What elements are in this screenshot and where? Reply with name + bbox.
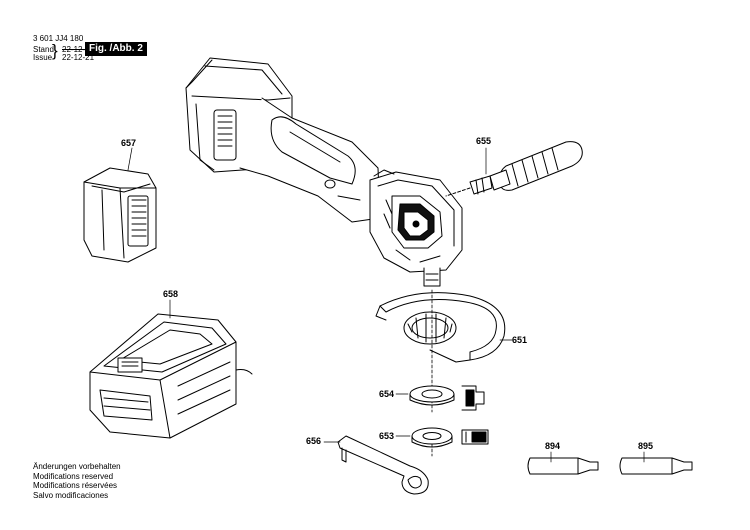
pin-spanner-illustration <box>323 435 429 495</box>
footer-notice: Änderungen vorbehalten Modifications res… <box>33 462 121 500</box>
part-number-658: 658 <box>163 289 179 299</box>
grease-tube-895-illustration <box>619 451 693 475</box>
footer-line-es: Salvo modificaciones <box>33 490 109 500</box>
footer-line-en: Modifications reserved <box>33 471 114 481</box>
stand-label: Stand <box>33 45 54 54</box>
part-number-651: 651 <box>512 335 528 345</box>
footer-line-de: Änderungen vorbehalten <box>33 462 121 471</box>
mounting-flange-illustration <box>395 385 485 411</box>
part-number-654: 654 <box>379 389 395 399</box>
part-number-655: 655 <box>476 136 492 146</box>
clamping-nut-illustration <box>395 427 489 457</box>
issue-label: Issue <box>33 53 53 62</box>
part-number-895: 895 <box>638 441 654 451</box>
part-number-653: 653 <box>379 431 395 441</box>
footer-line-fr: Modifications réservées <box>33 481 118 490</box>
wheel-guard-illustration <box>375 289 513 413</box>
part-number-656: 656 <box>306 436 322 446</box>
side-handle-illustration <box>445 141 583 197</box>
grease-tube-894-illustration <box>527 451 599 475</box>
battery-charger-illustration <box>89 299 253 439</box>
doc-number: 3 601 JJ4 180 <box>33 34 84 43</box>
date-old: 22-12-07 <box>62 45 95 54</box>
date-new: 22-12-21 <box>62 53 95 62</box>
battery-pack-illustration <box>83 147 157 263</box>
brace-glyph: } <box>52 41 58 60</box>
part-number-657: 657 <box>121 138 137 148</box>
angle-grinder-illustration <box>185 57 463 287</box>
part-number-894: 894 <box>545 441 561 451</box>
figure-label: Fig. /Abb. 2 <box>85 42 147 56</box>
